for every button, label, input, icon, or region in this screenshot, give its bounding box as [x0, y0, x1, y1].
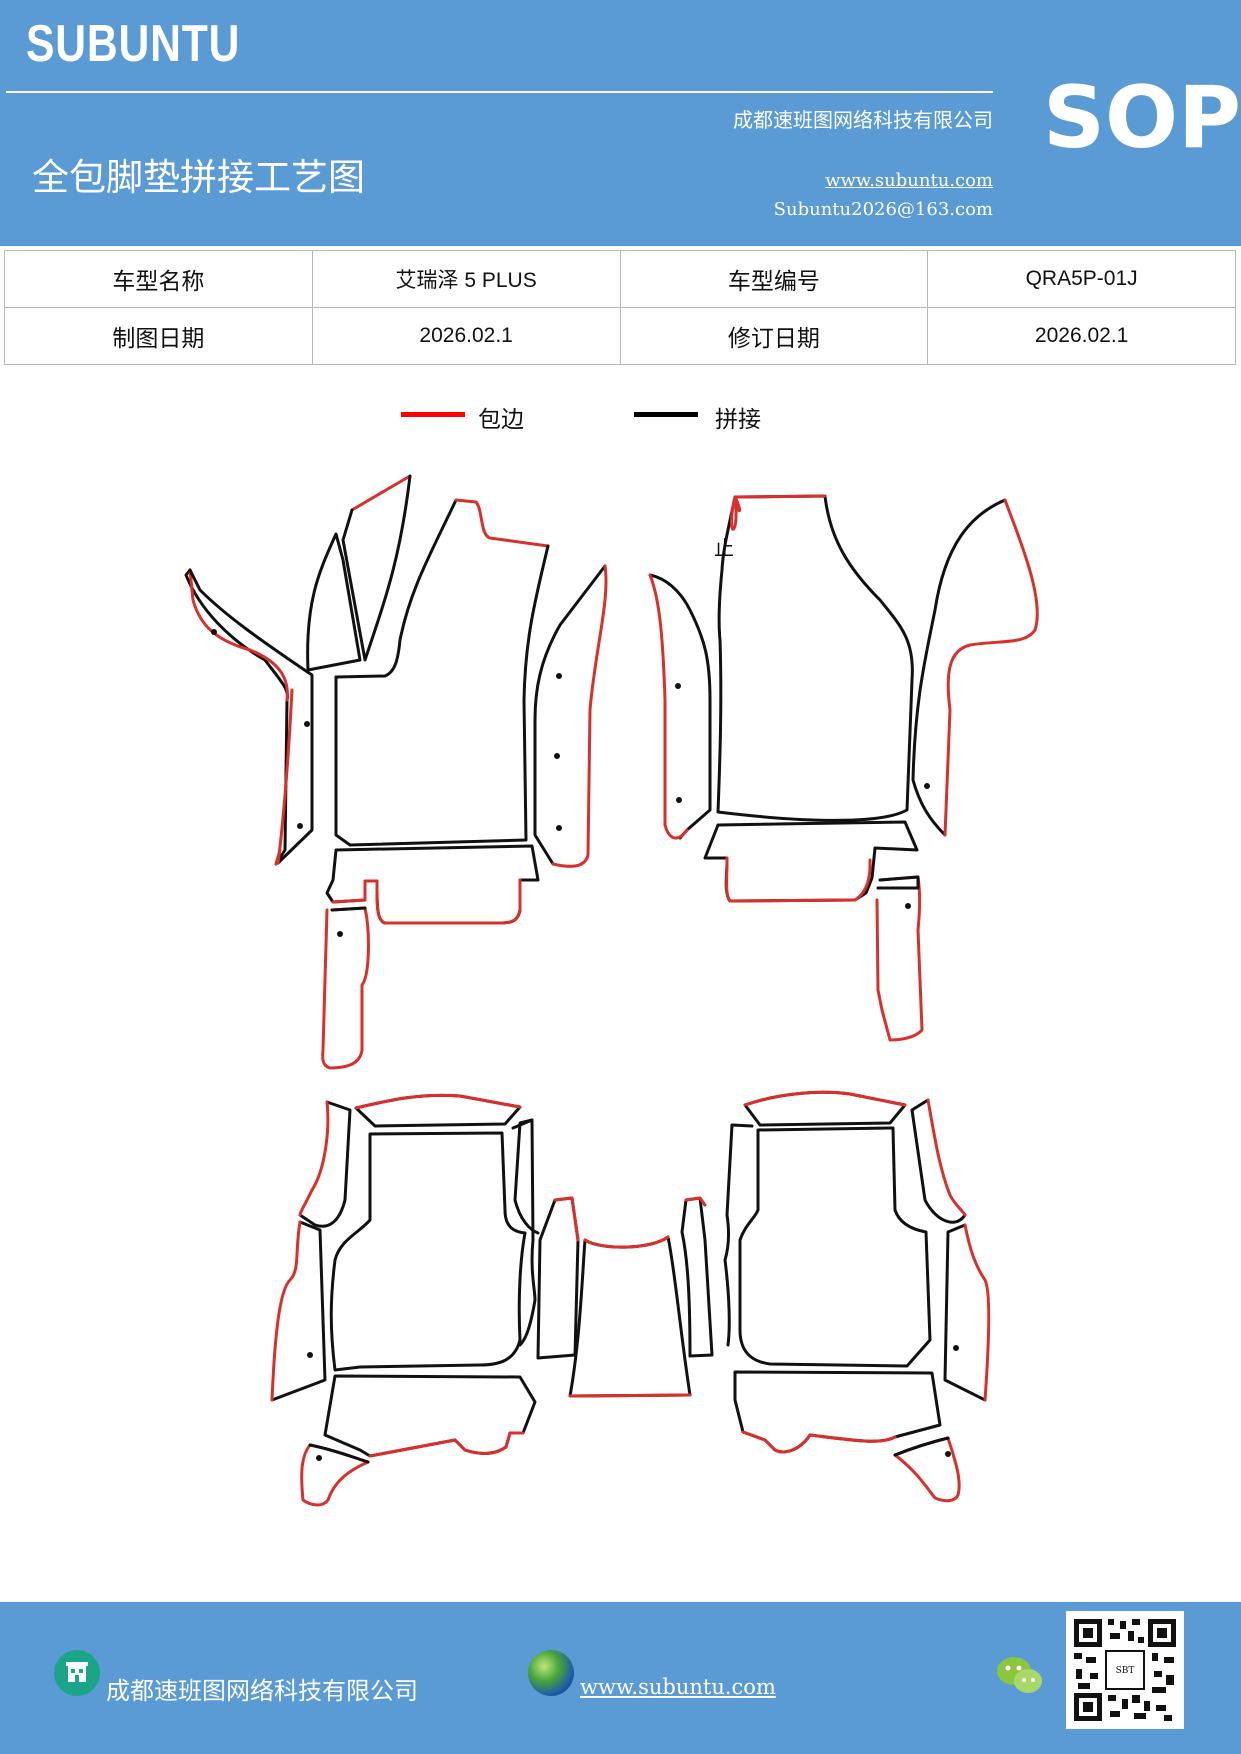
mat-piece-front-left-cap — [350, 474, 412, 512]
mat-piece-rear-left-sidebar — [298, 1100, 352, 1228]
email-link[interactable]: Subuntu2026@163.com — [773, 199, 993, 220]
legend-edge-label: 包边 — [478, 407, 524, 433]
page-title: 全包脚垫拼接工艺图 — [32, 156, 365, 199]
sop-badge: SOP — [1043, 68, 1241, 168]
mat-piece-rear-left-corner — [300, 1443, 370, 1507]
revision-date-value: 2026.02.1 — [927, 307, 1236, 365]
mat-piece-rear-right-pillar — [723, 1123, 754, 1347]
footer-website-link[interactable]: www.subuntu.com — [580, 1675, 776, 1699]
mat-piece-front-left-side — [533, 564, 607, 866]
footer-banner: 成都速班图网络科技有限公司 www.subuntu.com — [0, 1602, 1241, 1754]
legend-join-swatch — [634, 412, 698, 417]
mat-piece-front-left-main — [334, 498, 458, 679]
mat-piece-rear-left-side — [270, 1220, 327, 1402]
snap-dot — [905, 903, 911, 909]
snap-dot — [554, 753, 560, 759]
building-icon — [54, 1650, 100, 1696]
snap-dot — [337, 931, 343, 937]
model-code-label: 车型编号 — [619, 250, 929, 308]
mat-piece-front-right-strip2 — [875, 875, 924, 1042]
svg-text:SBT: SBT — [1116, 1666, 1135, 1676]
mat-piece-rear-right-main — [738, 1126, 932, 1368]
snap-dot — [556, 825, 562, 831]
snap-dot — [953, 1345, 959, 1351]
model-name-label: 车型名称 — [4, 250, 313, 308]
mat-piece-front-left-outer-edge — [188, 568, 289, 866]
mat-piece-rear-left-top — [354, 1093, 522, 1128]
mat-piece-rear-center-left — [536, 1196, 580, 1360]
company-name: 成都速班图网络科技有限公司 — [733, 108, 993, 132]
snap-dot — [924, 783, 930, 789]
table-row: 车型名称 艾瑞泽 5 PLUS 车型编号 QRA5P-01J — [4, 250, 1236, 308]
drawing-date-label: 制图日期 — [4, 307, 313, 365]
mat-piece-front-right-flap — [911, 498, 1007, 837]
mat-piece-front-left-outer — [184, 568, 290, 866]
qr-code-image: SBT — [1066, 1611, 1184, 1729]
legend-join-label: 拼接 — [715, 407, 761, 433]
model-name-value: 艾瑞泽 5 PLUS — [311, 250, 621, 308]
snap-dot — [945, 1451, 951, 1457]
drawing-date-value: 2026.02.1 — [311, 307, 621, 365]
snap-dot — [304, 721, 310, 727]
floor-mat-diagram: 止 — [184, 474, 1039, 1507]
mat-piece-front-left-pillar — [306, 532, 362, 672]
mat-piece-front-left-heel — [325, 844, 540, 925]
stop-marker: 止 — [714, 536, 734, 560]
mat-piece-front-right-main — [716, 494, 914, 822]
header-banner: SUBUNTU 成都速班图网络科技有限公司 全包脚垫拼接工艺图 www.subu… — [0, 0, 1241, 246]
info-table: 车型名称 艾瑞泽 5 PLUS 车型编号 QRA5P-01J 制图日期 2026… — [4, 250, 1236, 365]
globe-icon — [528, 1650, 574, 1696]
mat-piece-rear-left-pillar — [511, 1118, 537, 1347]
mat-piece-rear-right-corner — [893, 1436, 961, 1503]
table-row: 制图日期 2026.02.1 修订日期 2026.02.1 — [4, 307, 1236, 365]
snap-dot — [556, 673, 562, 679]
legend: 包边 拼接 — [0, 400, 1241, 440]
snap-dot — [316, 1455, 322, 1461]
mat-piece-rear-right-side — [943, 1223, 987, 1402]
model-code-value: QRA5P-01J — [927, 250, 1236, 308]
legend-edge-swatch — [401, 412, 465, 417]
brand-logo: SUBUNTU — [26, 15, 241, 73]
header-divider — [6, 91, 993, 93]
mat-piece-front-right-strip — [648, 573, 712, 840]
snap-dots — [211, 629, 959, 1461]
snap-dot — [211, 629, 217, 635]
footer-company-name: 成都速班图网络科技有限公司 — [106, 1677, 418, 1705]
mat-piece-front-left-strip — [321, 906, 370, 1070]
snap-dot — [307, 1352, 313, 1358]
mat-piece-rear-center-right — [680, 1196, 714, 1358]
snap-dot — [297, 823, 303, 829]
snap-dot — [676, 797, 682, 803]
revision-date-label: 修订日期 — [619, 307, 929, 365]
snap-dot — [675, 683, 681, 689]
mat-piece-rear-left-main — [329, 1131, 527, 1372]
mat-piece-rear-right-sidebar — [910, 1098, 967, 1224]
website-link[interactable]: www.subuntu.com — [825, 170, 993, 191]
mat-piece-rear-center — [568, 1235, 692, 1398]
wechat-icon[interactable] — [995, 1654, 1045, 1698]
